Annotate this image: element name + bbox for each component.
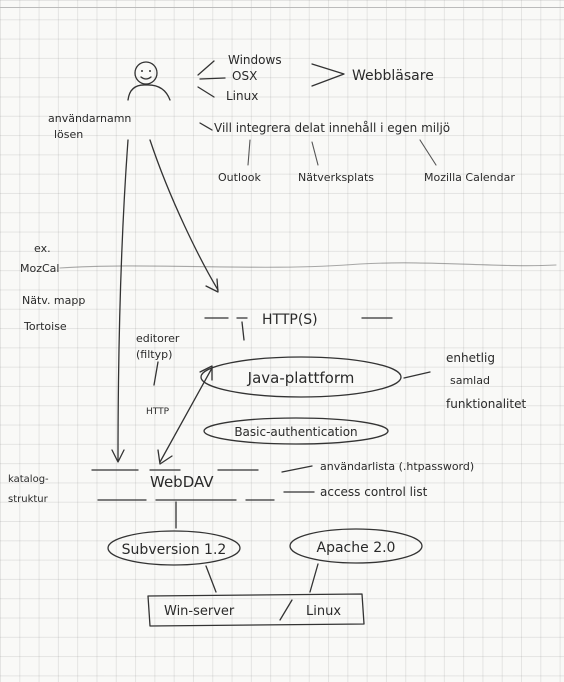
layer-subversion: Subversion 1.2 <box>122 542 227 558</box>
note-ex: ex. <box>34 242 51 255</box>
os-windows: Windows <box>228 53 282 67</box>
arrowhead-webdav <box>111 449 125 463</box>
user-figure-icon <box>127 61 171 101</box>
note-natv-mapp: Nätv. mapp <box>22 294 85 307</box>
arrowhead-java <box>199 365 213 381</box>
layer-webdav: WebDAV <box>150 473 214 491</box>
note-tortoise: Tortoise <box>23 320 67 333</box>
browser-label: Webbläsare <box>352 68 434 84</box>
editorer-tick <box>153 361 159 386</box>
note-filtyp: (filtyp) <box>136 348 172 361</box>
webdav-note-line-1 <box>281 465 313 473</box>
app-outlook: Outlook <box>218 171 261 184</box>
app-mozilla-calendar: Mozilla Calendar <box>424 171 515 184</box>
apache-to-server-line <box>309 563 319 593</box>
integration-link-outlook <box>247 139 251 166</box>
java-note-line <box>403 371 431 379</box>
apache-ellipse <box>289 528 423 564</box>
layer-apache: Apache 2.0 <box>317 540 396 556</box>
actor-label-password: lösen <box>54 128 83 141</box>
layer-java: Java-plattform <box>247 369 355 387</box>
subversion-ellipse <box>107 530 241 566</box>
browser-brace <box>311 63 345 87</box>
note-enhetlig: enhetlig <box>446 351 495 365</box>
note-acl: access control list <box>320 485 428 499</box>
subversion-to-server-line <box>205 565 217 593</box>
note-struktur: struktur <box>8 494 49 505</box>
server-box <box>147 593 365 627</box>
os-osx: OSX <box>232 69 257 83</box>
actor-label-username: användarnamn <box>48 112 131 125</box>
os-brace-windows <box>197 60 215 76</box>
note-editorer: editorer <box>136 332 180 345</box>
server-linux: Linux <box>306 604 341 619</box>
note-katalog: katalog- <box>8 474 49 485</box>
note-funktionalitet: funktionalitet <box>446 397 526 411</box>
integration-text: Vill integrera delat innehåll i egen mil… <box>214 121 450 135</box>
arrow-actor-to-https <box>149 139 219 291</box>
paper-top-edge <box>0 7 564 8</box>
arrowhead-https <box>205 278 219 293</box>
note-userlist: användarlista (.htpassword) <box>320 460 474 473</box>
https-tick <box>241 321 245 341</box>
layer-basic-auth: Basic-authentication <box>234 425 357 439</box>
server-divider <box>279 599 293 621</box>
os-brace-osx <box>199 77 226 80</box>
note-samlad: samlad <box>450 374 490 387</box>
app-natverksplats: Nätverksplats <box>298 171 374 184</box>
integration-link-natverk <box>311 141 319 166</box>
arrow-actor-to-webdav <box>117 139 129 461</box>
integration-tick <box>199 122 213 131</box>
os-linux: Linux <box>226 89 258 103</box>
paper-crease <box>59 262 557 269</box>
basic-auth-ellipse <box>203 417 389 445</box>
os-brace-linux <box>197 86 215 98</box>
java-platform-ellipse <box>200 356 402 398</box>
layer-https: HTTP(S) <box>262 312 318 328</box>
integration-link-mozilla <box>419 139 437 166</box>
arrowhead-editors <box>157 449 173 465</box>
arrow-editors-java <box>159 367 213 463</box>
note-http: HTTP <box>146 407 170 417</box>
note-mozcal: MozCal <box>20 262 59 275</box>
server-win: Win-server <box>164 604 235 619</box>
